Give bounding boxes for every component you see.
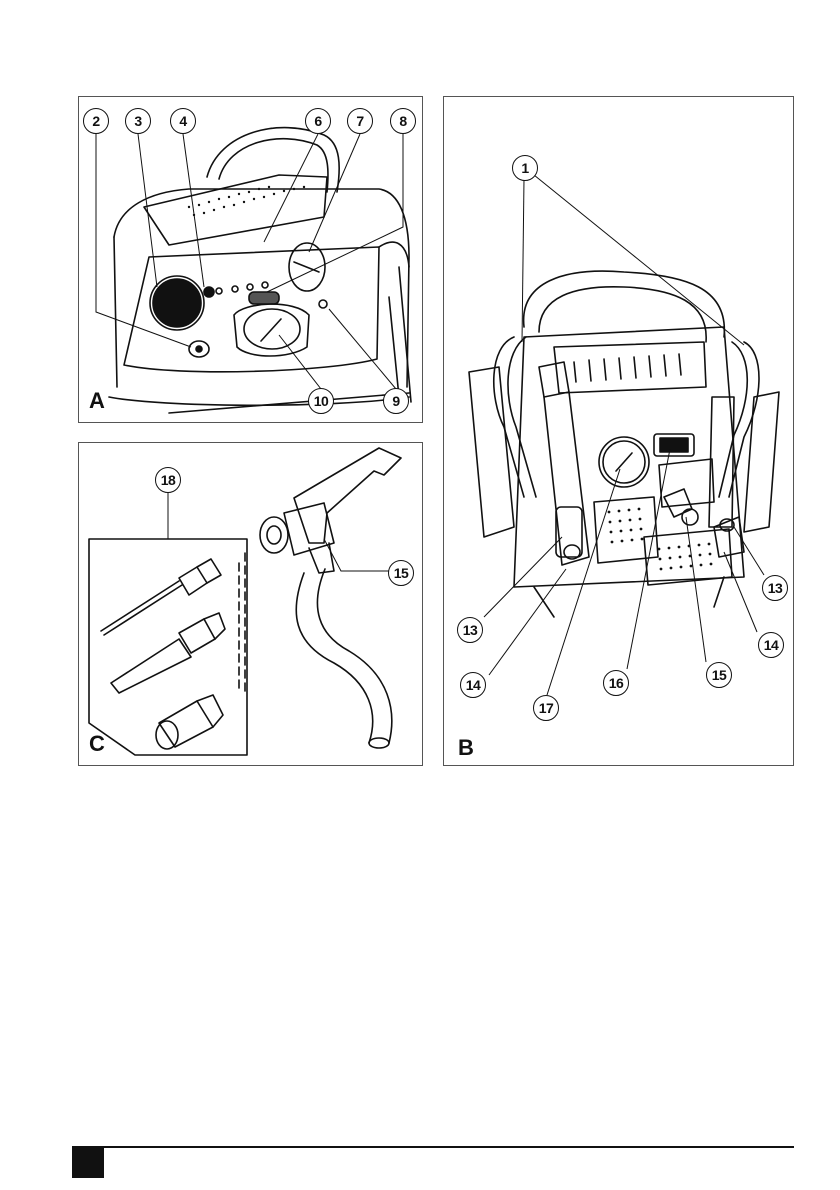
figure-c-inflator-adaptors: 18 15 C — [78, 442, 423, 766]
adaptors-drawing — [79, 443, 424, 767]
callout-9: 9 — [383, 388, 409, 414]
callout-14-left: 14 — [460, 672, 486, 698]
callout-7: 7 — [347, 108, 373, 134]
callout-15-b: 15 — [706, 662, 732, 688]
callout-4: 4 — [170, 108, 196, 134]
callout-16: 16 — [603, 670, 629, 696]
callout-2: 2 — [83, 108, 109, 134]
callout-3: 3 — [125, 108, 151, 134]
callout-15: 15 — [388, 560, 414, 586]
panel-label-c: C — [89, 733, 105, 755]
callout-10: 10 — [308, 388, 334, 414]
figure-b-unit-front-view: 1 13 13 14 14 15 16 17 B — [443, 96, 794, 766]
control-panel-drawing — [79, 97, 424, 424]
callout-13-left: 13 — [457, 617, 483, 643]
panel-label-b: B — [458, 737, 474, 759]
callout-18: 18 — [155, 467, 181, 493]
callout-8: 8 — [390, 108, 416, 134]
callout-14-right: 14 — [758, 632, 784, 658]
callout-6: 6 — [305, 108, 331, 134]
figure-a-control-panel: 2 3 4 6 7 8 10 9 A — [78, 96, 423, 423]
panel-label-a: A — [89, 390, 105, 412]
unit-front-drawing — [444, 97, 795, 767]
callout-1: 1 — [512, 155, 538, 181]
page-marker-block — [72, 1148, 104, 1178]
callout-13-right: 13 — [762, 575, 788, 601]
footer-rule — [72, 1146, 794, 1148]
callout-17: 17 — [533, 695, 559, 721]
